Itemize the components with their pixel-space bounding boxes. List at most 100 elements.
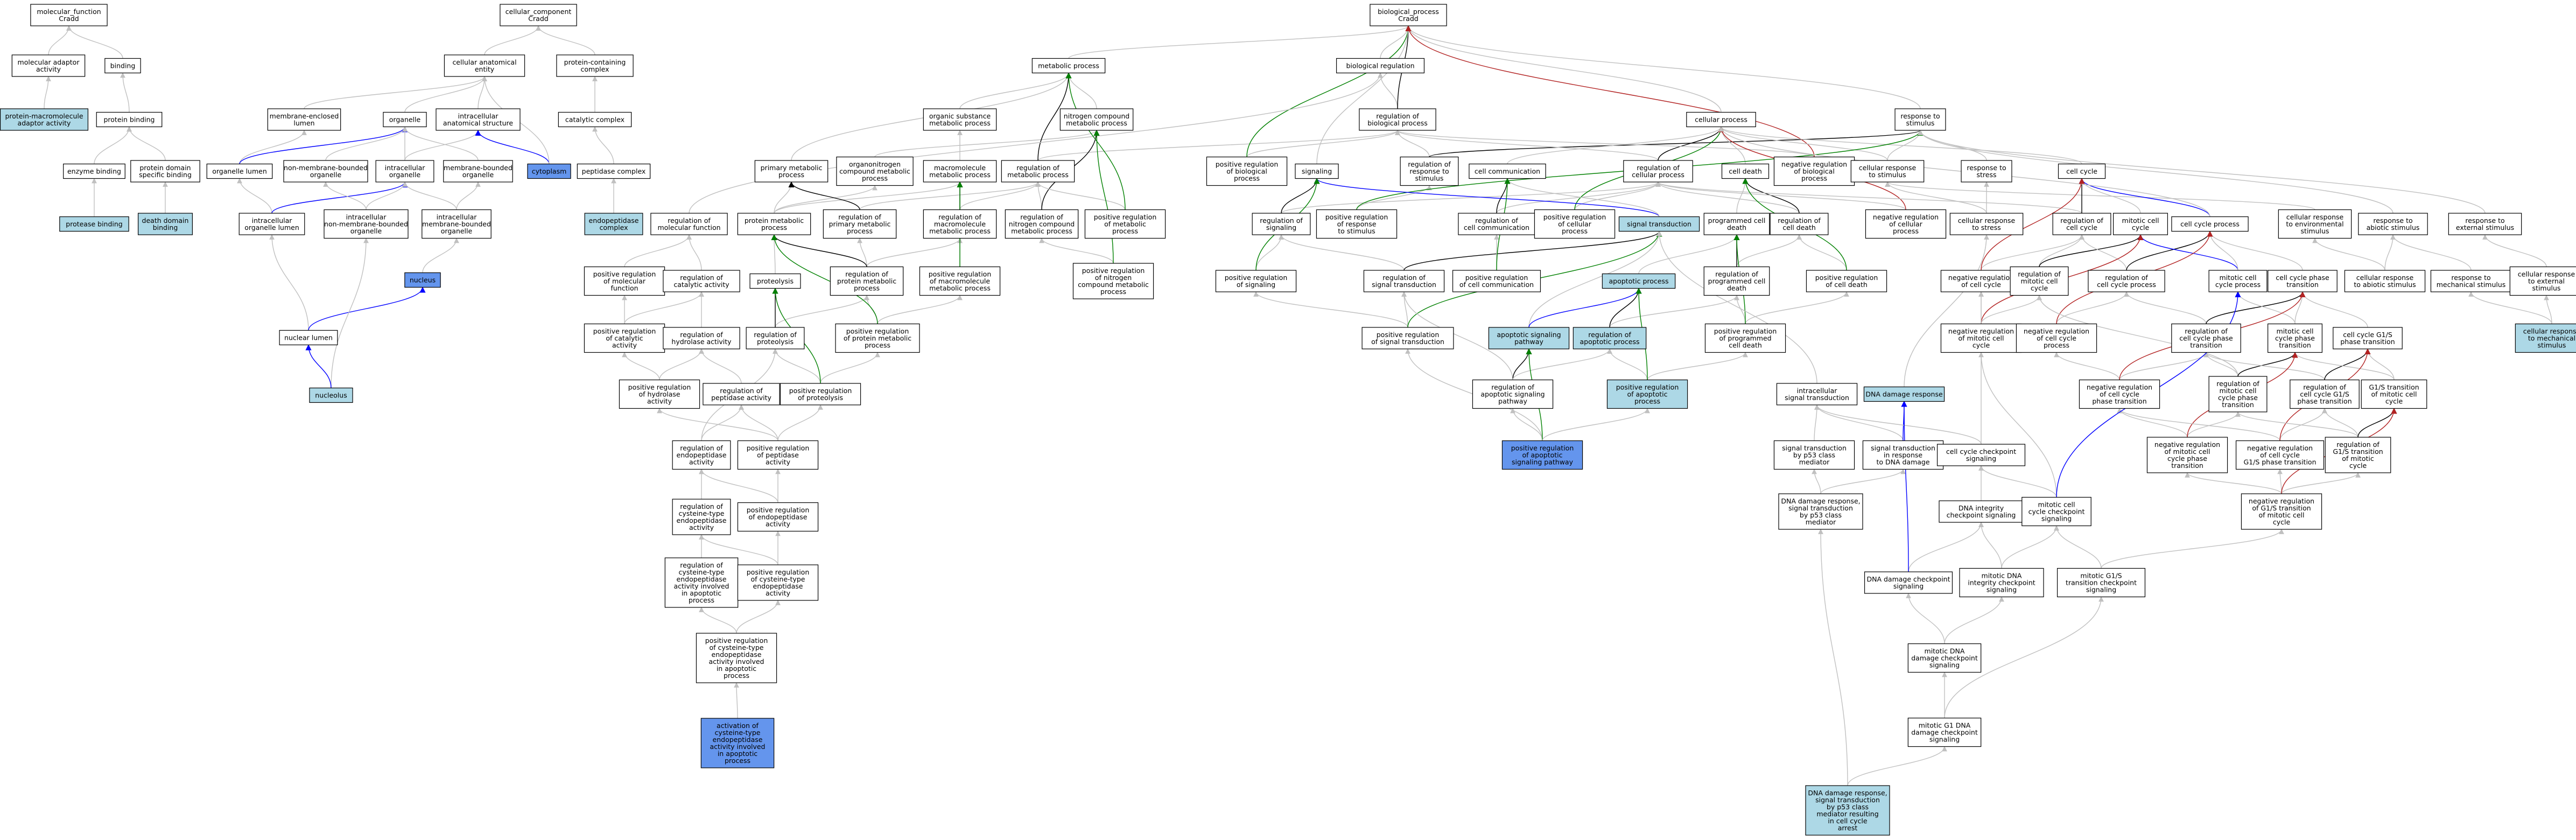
term-node-dna-damage-resp[interactable]: DNA damage response [1863,386,1945,402]
term-node-apoptotic[interactable]: apoptotic process [1602,273,1676,289]
term-node-sig-trans[interactable]: signal transduction [1618,216,1700,232]
term-node-nucleus[interactable]: nucleus [404,272,441,288]
term-node-bio-reg[interactable]: biological regulation [1336,58,1425,74]
term-node-binding[interactable]: binding [104,58,141,74]
term-node-cell-comm[interactable]: cell communication [1469,163,1546,179]
term-node-nucleolus[interactable]: nucleolus [309,387,353,403]
term-node-organelle-lumen[interactable]: organelle lumen [206,163,273,179]
term-node-signaling[interactable]: signaling [1295,163,1339,179]
term-node-cytoplasm[interactable]: cytoplasm [527,163,571,179]
term-node-ccp[interactable]: cell cycle process [2171,216,2249,232]
term-node-protease-binding[interactable]: protease binding [59,216,129,232]
term-node-protein-binding[interactable]: protein binding [96,111,163,128]
term-node-organelle[interactable]: organelle [383,111,427,128]
term-node-peptidase-complex[interactable]: peptidase complex [577,163,651,179]
term-node-cellular-process[interactable]: cellular process [1686,111,1756,128]
